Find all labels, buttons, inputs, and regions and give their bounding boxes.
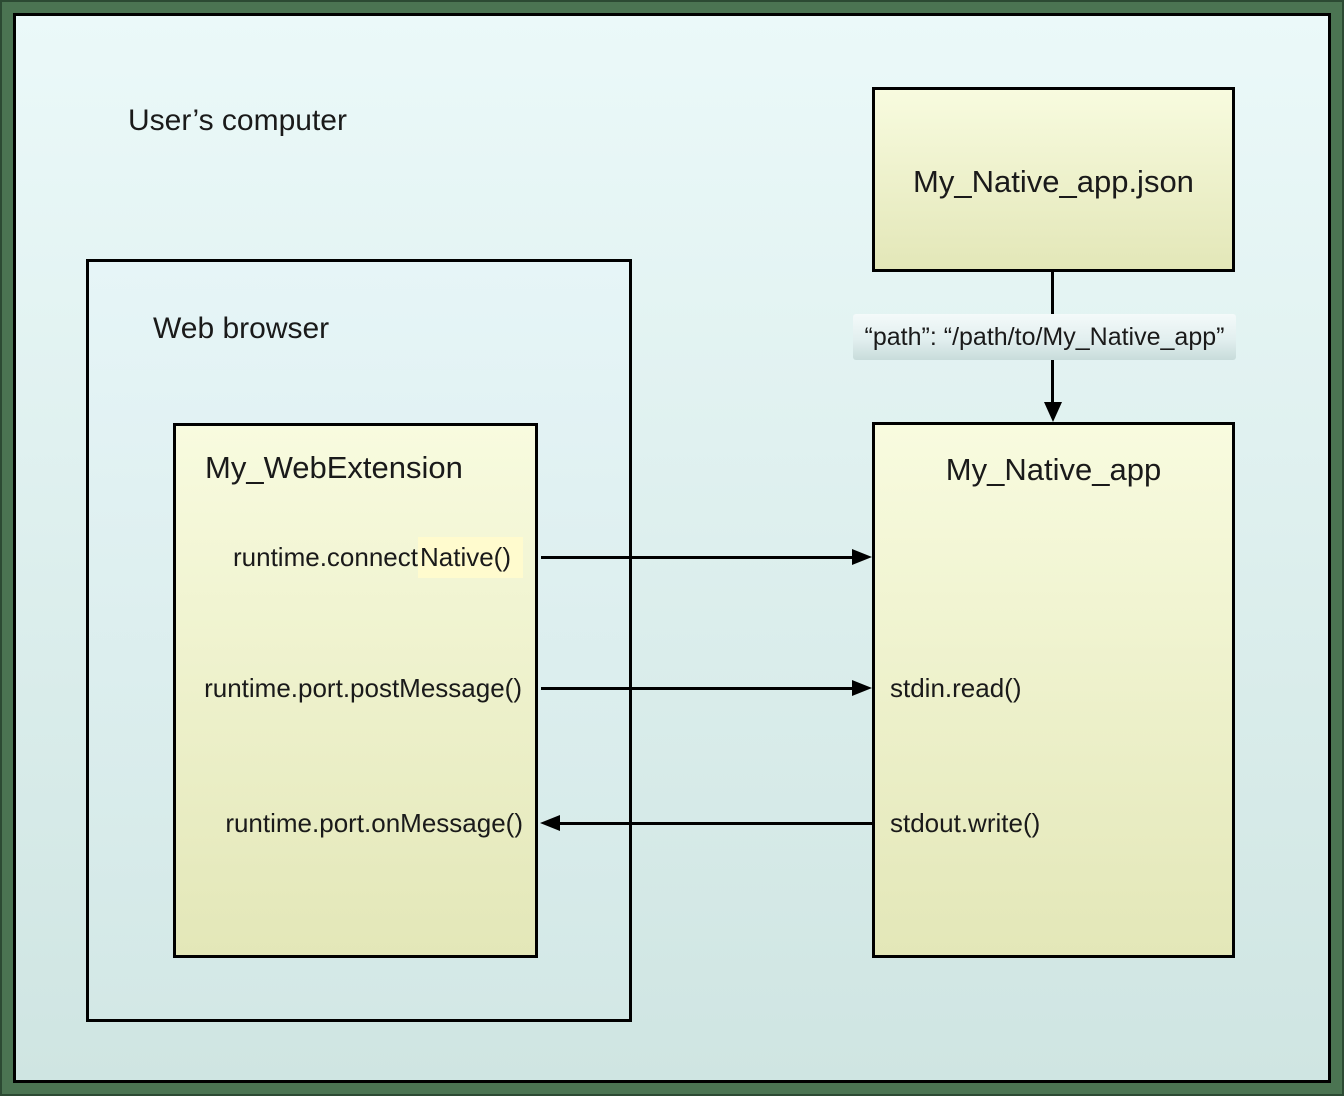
- method-post-message: runtime.port.postMessage(): [204, 673, 522, 703]
- method-connect-native-pre: runtime.connect: [233, 542, 418, 572]
- method-connect-native-highlighted: Native(): [417, 537, 523, 578]
- native-app-box: [872, 422, 1235, 958]
- web-browser-label: Web browser: [153, 312, 330, 345]
- stdout-arrow-line: [560, 822, 873, 825]
- manifest-to-app-arrowhead-icon: [1044, 402, 1062, 422]
- stdout-arrowhead-icon: [540, 815, 560, 831]
- method-stdin-read: stdin.read(): [890, 673, 1022, 703]
- connect-native-arrow-line: [541, 556, 854, 559]
- connect-native-arrowhead-icon: [852, 549, 872, 565]
- post-message-arrow-line: [541, 687, 854, 690]
- method-stdout-write: stdout.write(): [890, 808, 1041, 838]
- users-computer-label: User’s computer: [128, 104, 347, 137]
- method-connect-native: runtime.connectNative(): [233, 537, 523, 578]
- manifest-json-box: [872, 87, 1235, 272]
- method-on-message: runtime.port.onMessage(): [225, 808, 523, 838]
- webextension-title: My_WebExtension: [205, 450, 463, 485]
- post-message-arrowhead-icon: [852, 680, 872, 696]
- native-app-title: My_Native_app: [945, 452, 1162, 487]
- manifest-path-label: “path”: “/path/to/My_Native_app”: [853, 314, 1236, 360]
- manifest-json-title: My_Native_app.json: [913, 164, 1194, 199]
- webextension-box: [173, 423, 538, 958]
